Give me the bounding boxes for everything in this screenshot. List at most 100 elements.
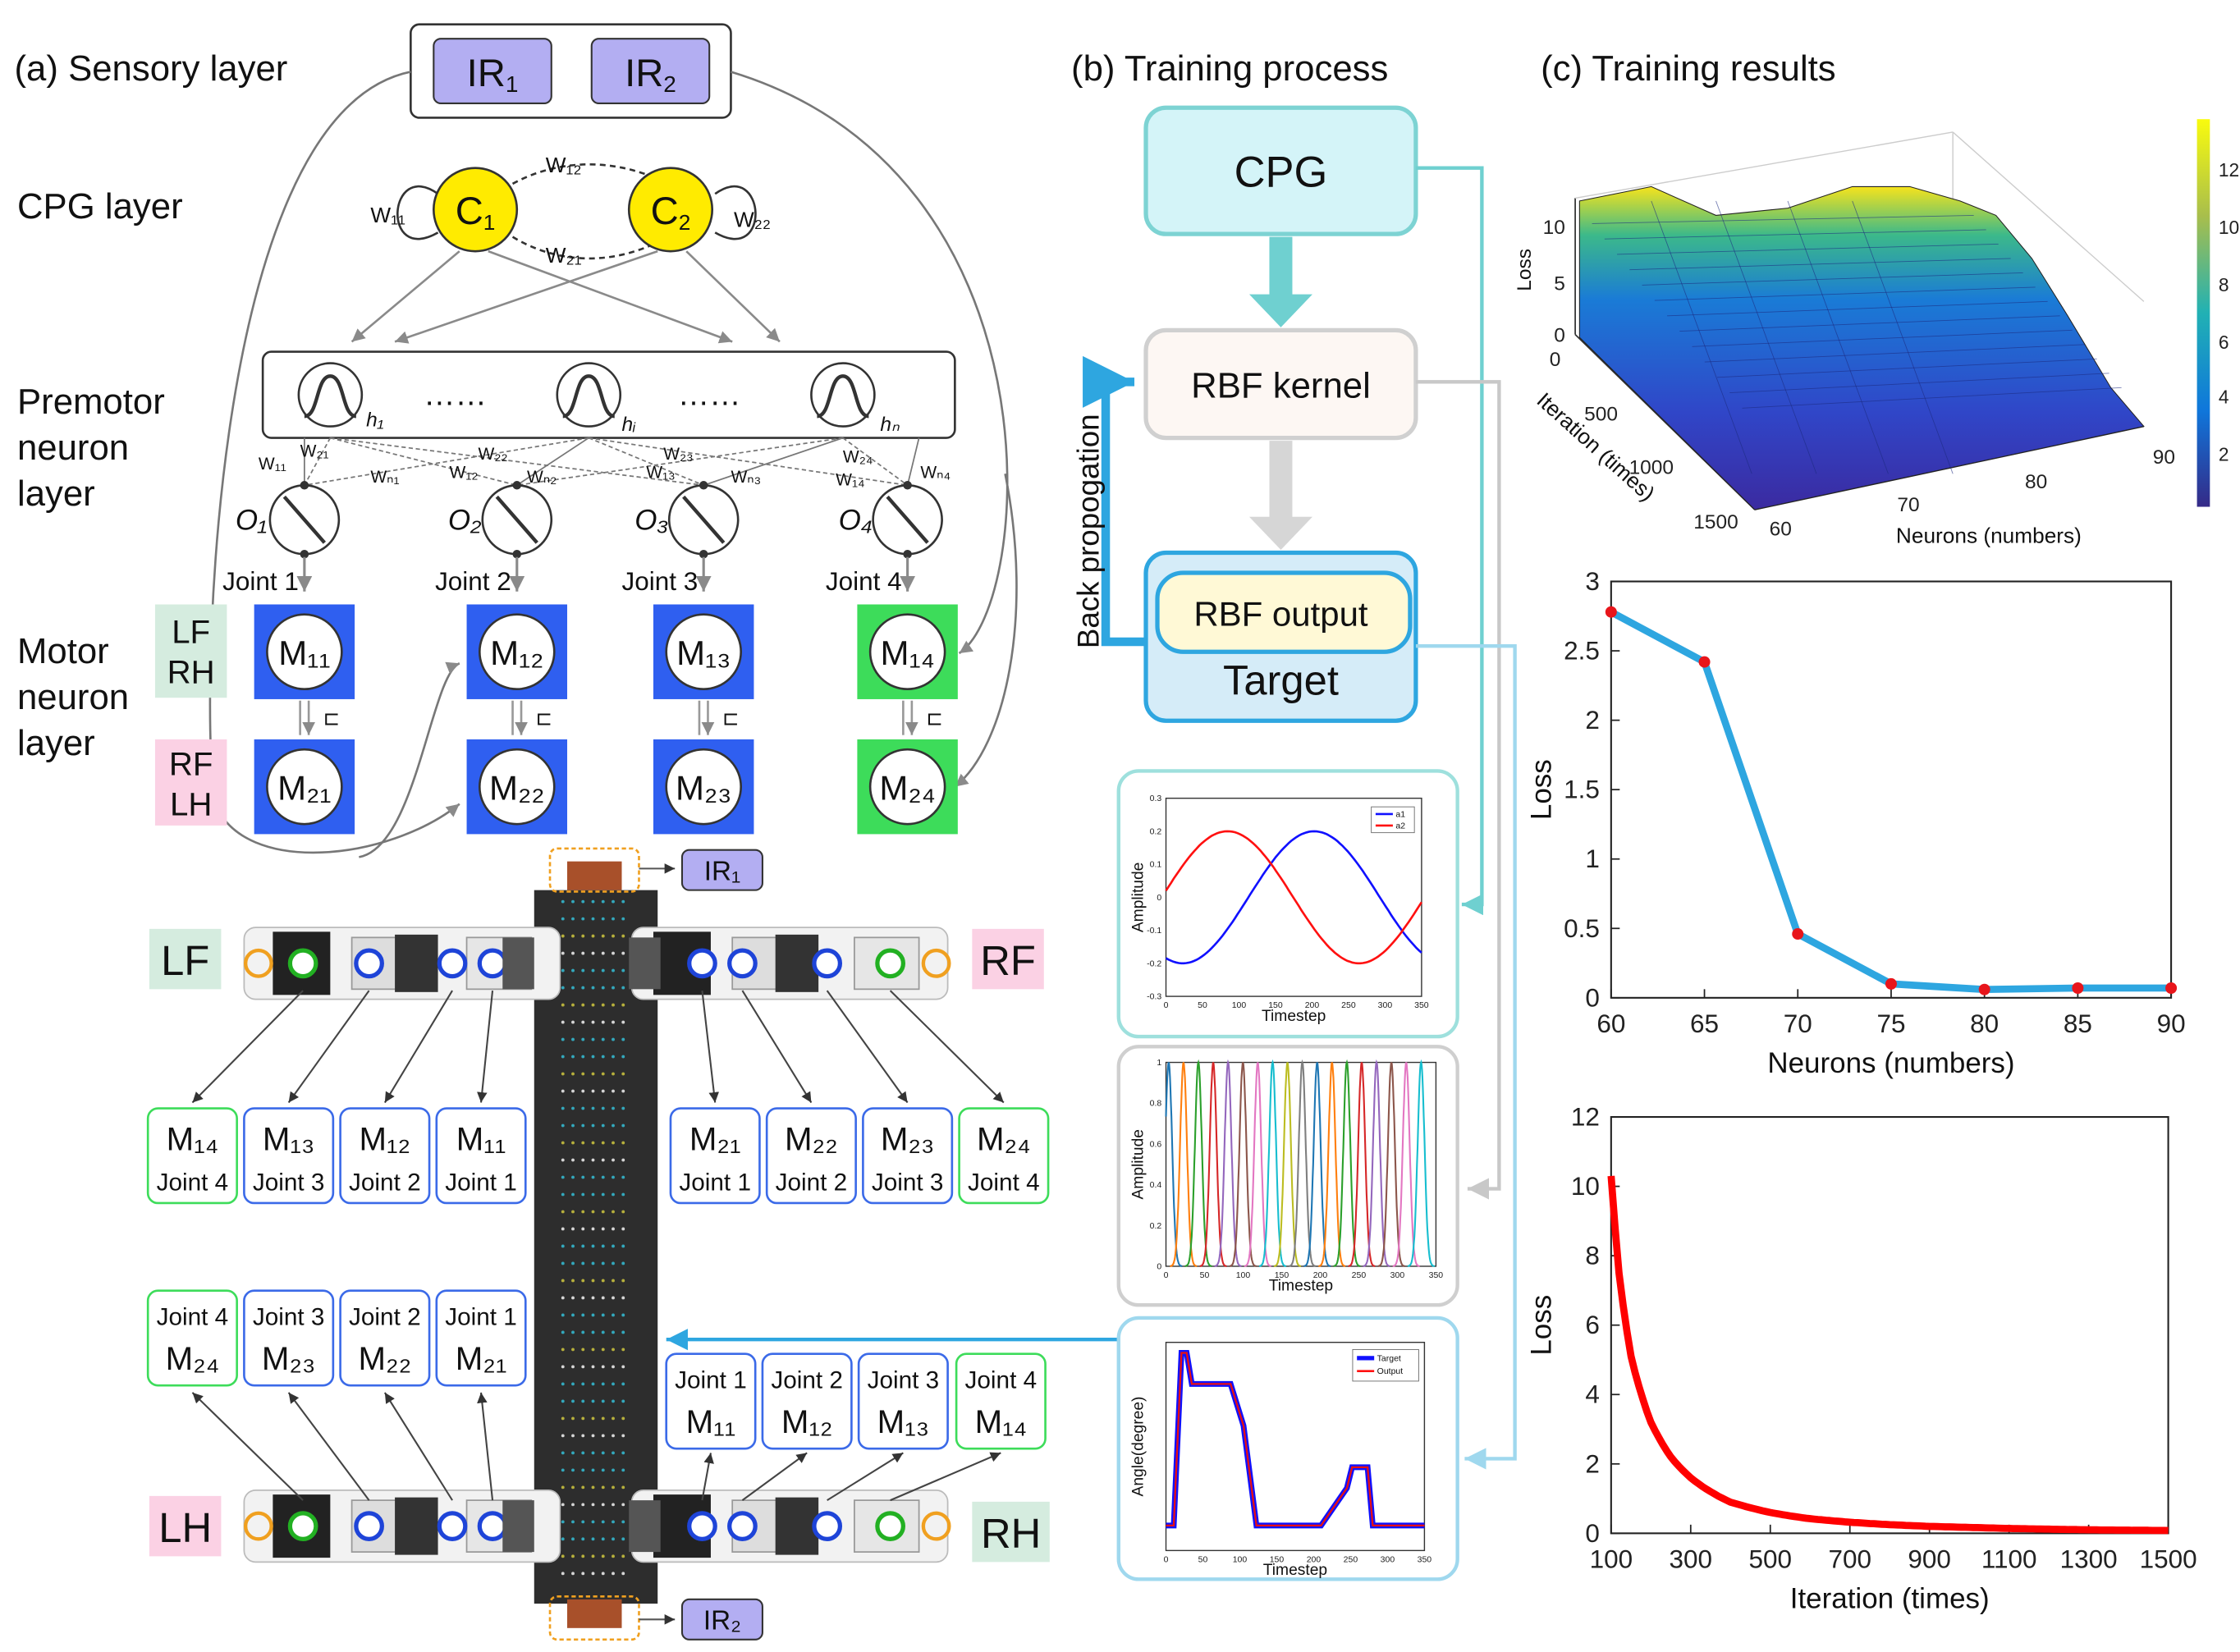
cw-11: W₁₁ bbox=[259, 455, 286, 474]
plot3-xlabel: Timestep bbox=[1263, 1562, 1327, 1579]
cw-22: W₂₂ bbox=[479, 445, 508, 464]
chart-neurons-point bbox=[1698, 656, 1711, 668]
cw-23: W₂₃ bbox=[663, 445, 694, 464]
chart-iteration-ytick: 6 bbox=[1585, 1311, 1600, 1339]
label-hind-left-4-joint: Joint 1 bbox=[445, 1304, 517, 1331]
rbf-neuron-hi bbox=[556, 362, 622, 428]
plot2-basis-curve bbox=[1303, 1062, 1331, 1267]
chart-neurons-point bbox=[1605, 606, 1617, 618]
chart-neurons-ytick: 2.5 bbox=[1564, 637, 1600, 666]
chart-neurons-xtick: 90 bbox=[2157, 1009, 2186, 1038]
label-front-left-4-joint: Joint 1 bbox=[445, 1169, 517, 1196]
surface-ytick: 1500 bbox=[1693, 511, 1738, 533]
plot2-ytick: 0 bbox=[1157, 1262, 1161, 1271]
plot3-legend-target: Target bbox=[1377, 1354, 1401, 1363]
plot1-xtick: 150 bbox=[1268, 1001, 1283, 1010]
leg-rf-joint-4 bbox=[875, 948, 905, 979]
chart-neurons-xtick: 70 bbox=[1784, 1009, 1812, 1038]
label-hind-right-1-joint: Joint 1 bbox=[675, 1367, 747, 1394]
chart-iteration-xtick: 500 bbox=[1749, 1544, 1793, 1573]
panel-c: (c) Training results 1050Loss05001000150… bbox=[1514, 48, 2239, 1614]
plot2-basis-curve bbox=[1199, 1062, 1227, 1267]
hn-label: hₙ bbox=[880, 414, 900, 436]
chart-neurons-ytick: 1.5 bbox=[1564, 776, 1600, 804]
chart-iteration-xtick: 1500 bbox=[2140, 1544, 2197, 1573]
leg-lf bbox=[243, 927, 561, 1000]
leg-group-lh: LH bbox=[170, 786, 212, 823]
chart-neurons-point bbox=[1978, 983, 1990, 995]
chart-neurons-xtick: 75 bbox=[1876, 1009, 1905, 1038]
chart-iteration-ytick: 0 bbox=[1585, 1519, 1600, 1548]
rbf-neuron-h1 bbox=[297, 362, 364, 428]
leg-rf-joint-2 bbox=[727, 948, 758, 979]
plot2-xtick: 350 bbox=[1429, 1271, 1444, 1280]
cw-n2: Wₙ₂ bbox=[527, 468, 557, 487]
chart-neurons-ytick: 1 bbox=[1585, 844, 1600, 873]
plot1-ytick: -0.2 bbox=[1147, 959, 1161, 968]
label-front-right-4-motor: M₂₄ bbox=[977, 1120, 1031, 1157]
colorbar bbox=[2196, 119, 2210, 507]
surface-xtick: 70 bbox=[1897, 494, 1919, 516]
surface-xtick: 90 bbox=[2153, 446, 2175, 469]
cpg-block bbox=[1143, 105, 1418, 236]
plot2-basis-curve bbox=[1377, 1062, 1405, 1267]
label-hind-left-3-motor: M₂₂ bbox=[358, 1340, 411, 1377]
plot2-basis-curve bbox=[1289, 1059, 1316, 1267]
cw-n3: Wₙ₃ bbox=[731, 468, 761, 487]
plot2-xtick: 300 bbox=[1390, 1271, 1405, 1280]
chart-iteration-xlabel: Iteration (times) bbox=[1790, 1582, 1990, 1614]
label-hind-right-3-motor: M₁₃ bbox=[877, 1403, 929, 1440]
chart-neurons-ytick: 0.5 bbox=[1564, 914, 1600, 943]
chart-iteration-xtick: 100 bbox=[1590, 1544, 1633, 1573]
premotor-label-line1: Premotor bbox=[17, 382, 165, 422]
chart-neurons-xtick: 65 bbox=[1690, 1009, 1719, 1038]
joint-label-4: Joint 4 bbox=[826, 567, 902, 596]
motor-label-line3: layer bbox=[17, 723, 95, 763]
label-front-right-1-joint: Joint 1 bbox=[679, 1169, 751, 1196]
robot-ir1-sensor bbox=[548, 847, 640, 893]
colorbar-tick: 4 bbox=[2219, 387, 2229, 408]
chart-neurons-ylabel: Loss bbox=[1525, 759, 1557, 820]
plot1-xtick: 100 bbox=[1232, 1001, 1247, 1010]
inhibit-symbol-3: ⊏ bbox=[722, 707, 740, 730]
plot2-basis-curve bbox=[1184, 1059, 1212, 1267]
ir2-sub: 2 bbox=[663, 71, 676, 97]
chart-neurons-point bbox=[1792, 928, 1804, 940]
leg-lf-joint-4 bbox=[477, 948, 508, 979]
w22-label: W₂₂ bbox=[734, 207, 771, 231]
surface-xtick: 60 bbox=[1770, 519, 1792, 541]
chart-neurons-ytick: 0 bbox=[1585, 983, 1600, 1012]
chart-neurons-xlabel: Neurons (numbers) bbox=[1767, 1047, 2014, 1079]
leg-tag-lf bbox=[149, 928, 222, 990]
plot3-xtick: 50 bbox=[1198, 1555, 1208, 1564]
motor-bottom-label-3: M₂₃ bbox=[676, 768, 731, 807]
plot2-ytick: 0.8 bbox=[1150, 1100, 1162, 1109]
motor-top-label-2: M₁₂ bbox=[490, 634, 543, 672]
chart-neurons-axes bbox=[1610, 580, 2173, 999]
label-hind-left-2-joint: Joint 3 bbox=[253, 1304, 325, 1331]
chart-iteration-ylabel: Loss bbox=[1525, 1295, 1557, 1356]
robot-legs bbox=[243, 927, 951, 1563]
output-to-plot3-line bbox=[1415, 644, 1517, 1470]
leg-group-lf: LF bbox=[172, 614, 210, 651]
cpg-layer-label: CPG layer bbox=[17, 186, 183, 227]
plot3-xtick: 250 bbox=[1344, 1555, 1358, 1564]
c1-sub: 1 bbox=[483, 210, 496, 235]
plot2-basis-curve bbox=[1165, 1062, 1183, 1267]
target-label: Target bbox=[1223, 657, 1339, 704]
plot1-ytick: -0.1 bbox=[1147, 927, 1161, 936]
plot2-basis-curve bbox=[1407, 1059, 1435, 1267]
output-label-2: O₂ bbox=[448, 505, 482, 537]
ir2-label: IR bbox=[625, 52, 663, 95]
label-front-right-2-joint: Joint 2 bbox=[776, 1169, 848, 1196]
label-front-left-3-joint: Joint 2 bbox=[349, 1169, 421, 1196]
chart-iteration-ytick: 2 bbox=[1585, 1449, 1600, 1478]
plot3-series-output bbox=[1166, 1352, 1425, 1527]
